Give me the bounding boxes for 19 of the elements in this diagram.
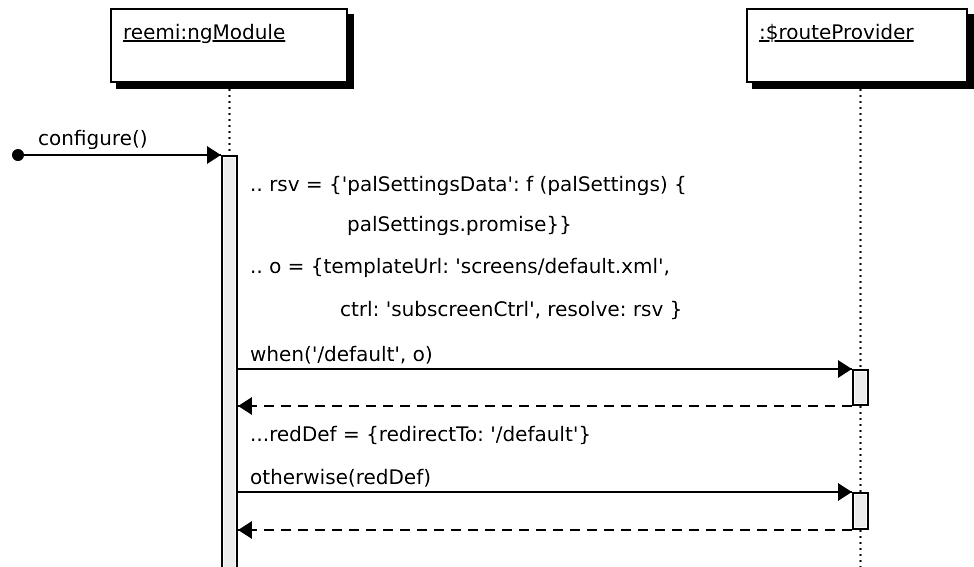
return-arrow (238, 397, 852, 415)
lifeline (860, 406, 862, 492)
code-note: ctrl: 'subscreenCtrl', resolve: rsv } (340, 297, 682, 321)
message-arrow (238, 483, 852, 501)
lifeline (860, 89, 862, 369)
activation-bar (221, 155, 238, 567)
activation-bar (852, 369, 869, 406)
message-arrow (238, 360, 852, 378)
object-name: :$routeProvider (759, 20, 914, 44)
return-arrow (238, 521, 852, 539)
start-dot (12, 149, 24, 161)
code-note: .. o = {templateUrl: 'screens/default.xml', (250, 254, 670, 278)
activation-bar (852, 492, 869, 530)
message-arrow (24, 146, 221, 164)
object-name: reemi:ngModule (123, 20, 286, 44)
lifeline (860, 530, 862, 567)
code-note: .. rsv = {'palSettingsData': f (palSettings) { (250, 172, 687, 196)
code-note: palSettings.promise}} (347, 212, 572, 236)
code-note: ...redDef = {redirectTo: '/default'} (250, 422, 592, 446)
